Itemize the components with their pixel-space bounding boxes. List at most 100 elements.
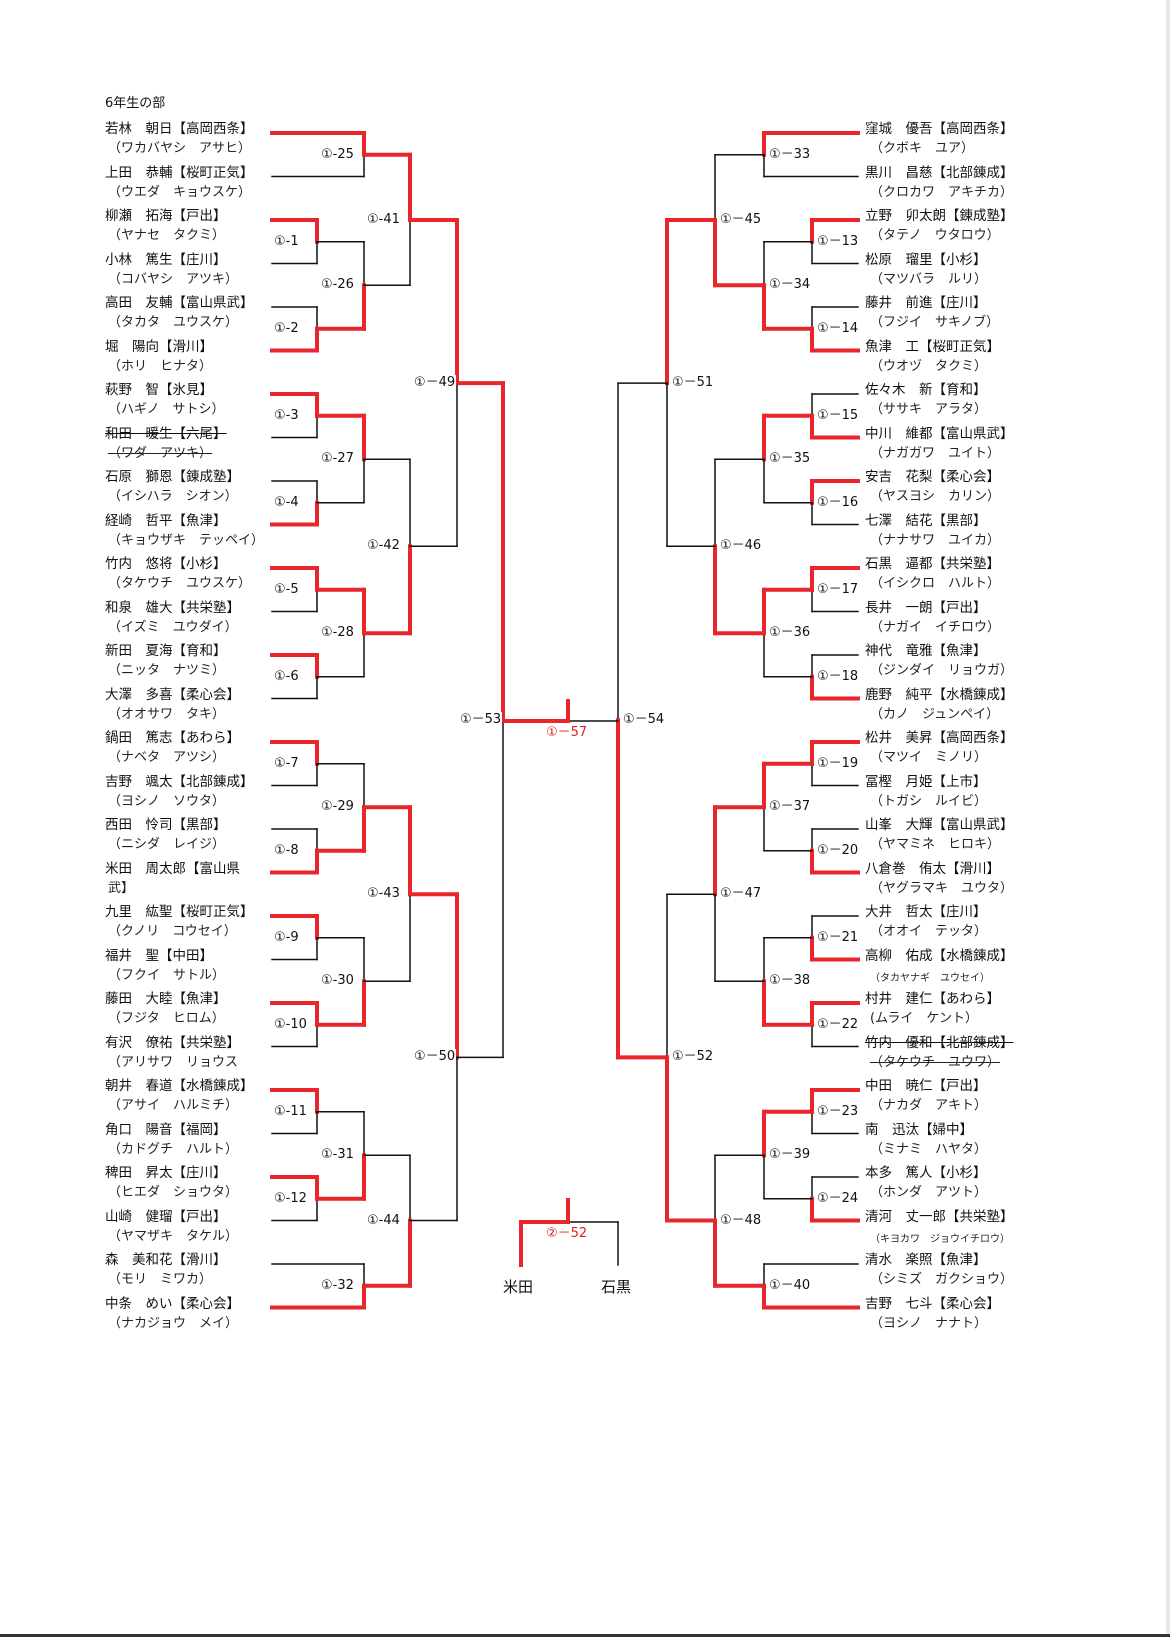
right-player-kana: （タカヤナギ ユウセイ） [870, 972, 990, 984]
left-player-kana: （ヒエダ ショウタ） [108, 1185, 239, 1200]
left-player-name: 和泉 雄大【共栄塾】 [105, 599, 240, 616]
left-player-name: 朝井 春道【水橋錬成】 [105, 1078, 254, 1094]
right-player-name: 山峯 大輝【富山県武】 [865, 817, 1014, 833]
right-match-label: ①－24 [816, 1190, 860, 1207]
right-player-kana: （ヤマミネ ヒロキ） [870, 837, 1001, 852]
left-player-kana: （コバヤシ アツキ） [108, 271, 239, 287]
right-player-name: 佐々木 新【育和】 [865, 382, 987, 398]
right-match-label: ①－54 [622, 712, 666, 729]
right-player-name: 長井 一朗【戸出】 [865, 599, 987, 616]
right-match-label: ①－20 [816, 842, 860, 859]
right-player-name: 竹内 優和【北部錬成】 [865, 1034, 1014, 1051]
left-player-name: 高田 友輔【富山県武】 [105, 295, 254, 311]
playoff-match-label: ②－52 [545, 1226, 589, 1242]
right-player-kana: （フジイ サキノブ） [870, 315, 1000, 330]
right-match-label: ①－51 [671, 375, 715, 392]
right-player-kana: （ナカダ アキト） [870, 1098, 988, 1113]
left-player-name: 森 美和花【滑川】 [105, 1252, 227, 1268]
left-player-name: 有沢 僚祐【共栄塾】 [105, 1034, 240, 1051]
right-match-label: ①－37 [768, 799, 812, 816]
right-player-name: 黒川 昌慈【北部錬成】 [865, 164, 1014, 181]
right-match-label: ①－16 [816, 494, 860, 511]
right-player-kana: （ミナミ ハヤタ） [870, 1141, 988, 1157]
left-player-kana: （フジタ ヒロム） [108, 1011, 225, 1026]
right-player-kana: （ヤスヨシ カリン） [870, 489, 1001, 504]
left-player-kana: （ナカジョウ メイ） [108, 1315, 239, 1331]
left-player-name: 堀 陽向【滑川】 [105, 338, 213, 355]
right-player-name: 吉野 七斗【柔心会】 [865, 1295, 1000, 1312]
left-player-name: 山崎 健瑠【戸出】 [105, 1208, 227, 1225]
left-player-name: 萩野 智【氷見】 [105, 382, 213, 398]
right-player-name: 七澤 結花【黒部】 [865, 512, 987, 529]
right-match-label: ①－14 [816, 320, 860, 337]
left-player-name: 竹内 悠将【小杉】 [105, 556, 227, 572]
left-match-label: ①-8 [273, 842, 300, 859]
right-match-label: ①－15 [816, 407, 860, 424]
right-match-label: ①－35 [768, 451, 812, 468]
left-player-kana: （クノリ コウセイ） [108, 924, 237, 939]
left-match-label: ①-42 [366, 538, 401, 555]
right-match-label: ①－47 [719, 886, 763, 903]
right-player-name: 鹿野 純平【水橋錬成】 [865, 686, 1014, 703]
left-player-kana: 武】 [108, 880, 135, 896]
left-player-kana: （モリ ミワカ） [108, 1272, 213, 1287]
left-match-label: ①-10 [273, 1016, 308, 1033]
right-player-name: 神代 竜雅【魚津】 [865, 643, 987, 659]
page-bottom-edge [0, 1634, 1170, 1637]
left-player-kana: （タケウチ ユウスケ） [108, 576, 252, 591]
right-match-label: ①－19 [816, 755, 860, 772]
right-player-name: 魚津 工【桜町正気】 [865, 338, 1000, 355]
left-player-name: 藤田 大睦【魚津】 [105, 991, 227, 1007]
left-player-kana: （ワカバヤシ アサヒ） [108, 141, 252, 156]
left-player-kana: （ニッタ ナツミ） [108, 663, 226, 678]
right-player-name: 藤井 前進【庄川】 [865, 295, 987, 311]
right-match-label: ①－48 [719, 1212, 763, 1229]
left-player-name: 新田 夏海【育和】 [105, 643, 227, 659]
left-player-name: 経崎 哲平【魚津】 [105, 512, 227, 529]
right-match-label: ①－33 [768, 146, 812, 163]
left-player-kana: （アリサワ リョウス [108, 1054, 239, 1070]
right-player-name: 大井 哲太【庄川】 [865, 904, 987, 920]
left-match-label: ①-28 [320, 625, 355, 642]
right-match-label: ①－18 [816, 668, 860, 685]
right-match-label: ①－40 [768, 1277, 812, 1294]
right-match-label: ①－46 [719, 538, 763, 555]
right-player-name: 清水 楽照【魚津】 [865, 1252, 987, 1268]
right-player-kana: （ナガイ イチロウ） [870, 619, 1001, 635]
right-player-kana: （マツイ ミノリ） [870, 750, 988, 765]
left-player-kana: （ウエダ キョウスケ） [108, 184, 252, 200]
left-player-kana: （タカタ ユウスケ） [108, 315, 239, 330]
right-player-kana: （タテノ ウタロウ） [870, 228, 1000, 243]
left-player-kana: （イズミ ユウダイ） [108, 619, 238, 635]
left-player-name: 大澤 多喜【柔心会】 [105, 686, 240, 703]
right-player-kana: （ササキ アラタ） [870, 402, 988, 417]
left-player-name: 福井 聖【中田】 [105, 947, 213, 964]
right-player-name: 石黒 逼都【共栄塾】 [865, 556, 1000, 572]
left-match-label: ①-9 [273, 929, 300, 946]
right-match-label: ①－21 [816, 929, 860, 946]
right-player-kana: （カノ ジュンペイ） [870, 706, 1000, 722]
left-match-label: ①－50 [413, 1049, 457, 1066]
right-player-kana: (ムライ ケント） [870, 1011, 979, 1026]
left-match-label: ①-26 [320, 277, 355, 294]
left-player-kana: （イシハラ シオン） [108, 489, 238, 504]
left-player-kana: （カドグチ ハルト） [108, 1141, 239, 1157]
right-match-label: ①－52 [671, 1049, 715, 1066]
left-match-label: ①-25 [320, 146, 355, 163]
left-match-label: ①-44 [366, 1212, 401, 1229]
right-player-kana: （イシクロ ハルト） [870, 576, 1001, 591]
right-player-name: 南 迅汰【婦中】 [865, 1121, 973, 1138]
left-player-name: 九里 紘聖【桜町正気】 [105, 904, 254, 920]
right-player-name: 松原 瑠里【小杉】 [865, 251, 987, 268]
right-player-kana: （シミズ ガクショウ） [870, 1272, 1014, 1287]
left-player-name: 角口 陽音【福岡】 [105, 1121, 227, 1138]
right-player-name: 松井 美昇【高岡西条】 [865, 730, 1014, 746]
right-player-kana: （ヨシノ ナナト） [870, 1315, 988, 1331]
left-match-label: ①-12 [273, 1190, 308, 1207]
right-player-name: 清河 丈一郎【共栄塾】 [865, 1208, 1014, 1225]
right-player-name: 村井 建仁【あわら】 [865, 991, 1000, 1007]
right-player-kana: （クボキ ユア） [870, 141, 975, 156]
right-player-name: 立野 卯太朗【錬成塾】 [865, 208, 1014, 224]
left-player-name: 和田 暖生【六尾】 [105, 425, 227, 442]
left-player-name: 稗田 昇太【庄川】 [105, 1165, 227, 1181]
